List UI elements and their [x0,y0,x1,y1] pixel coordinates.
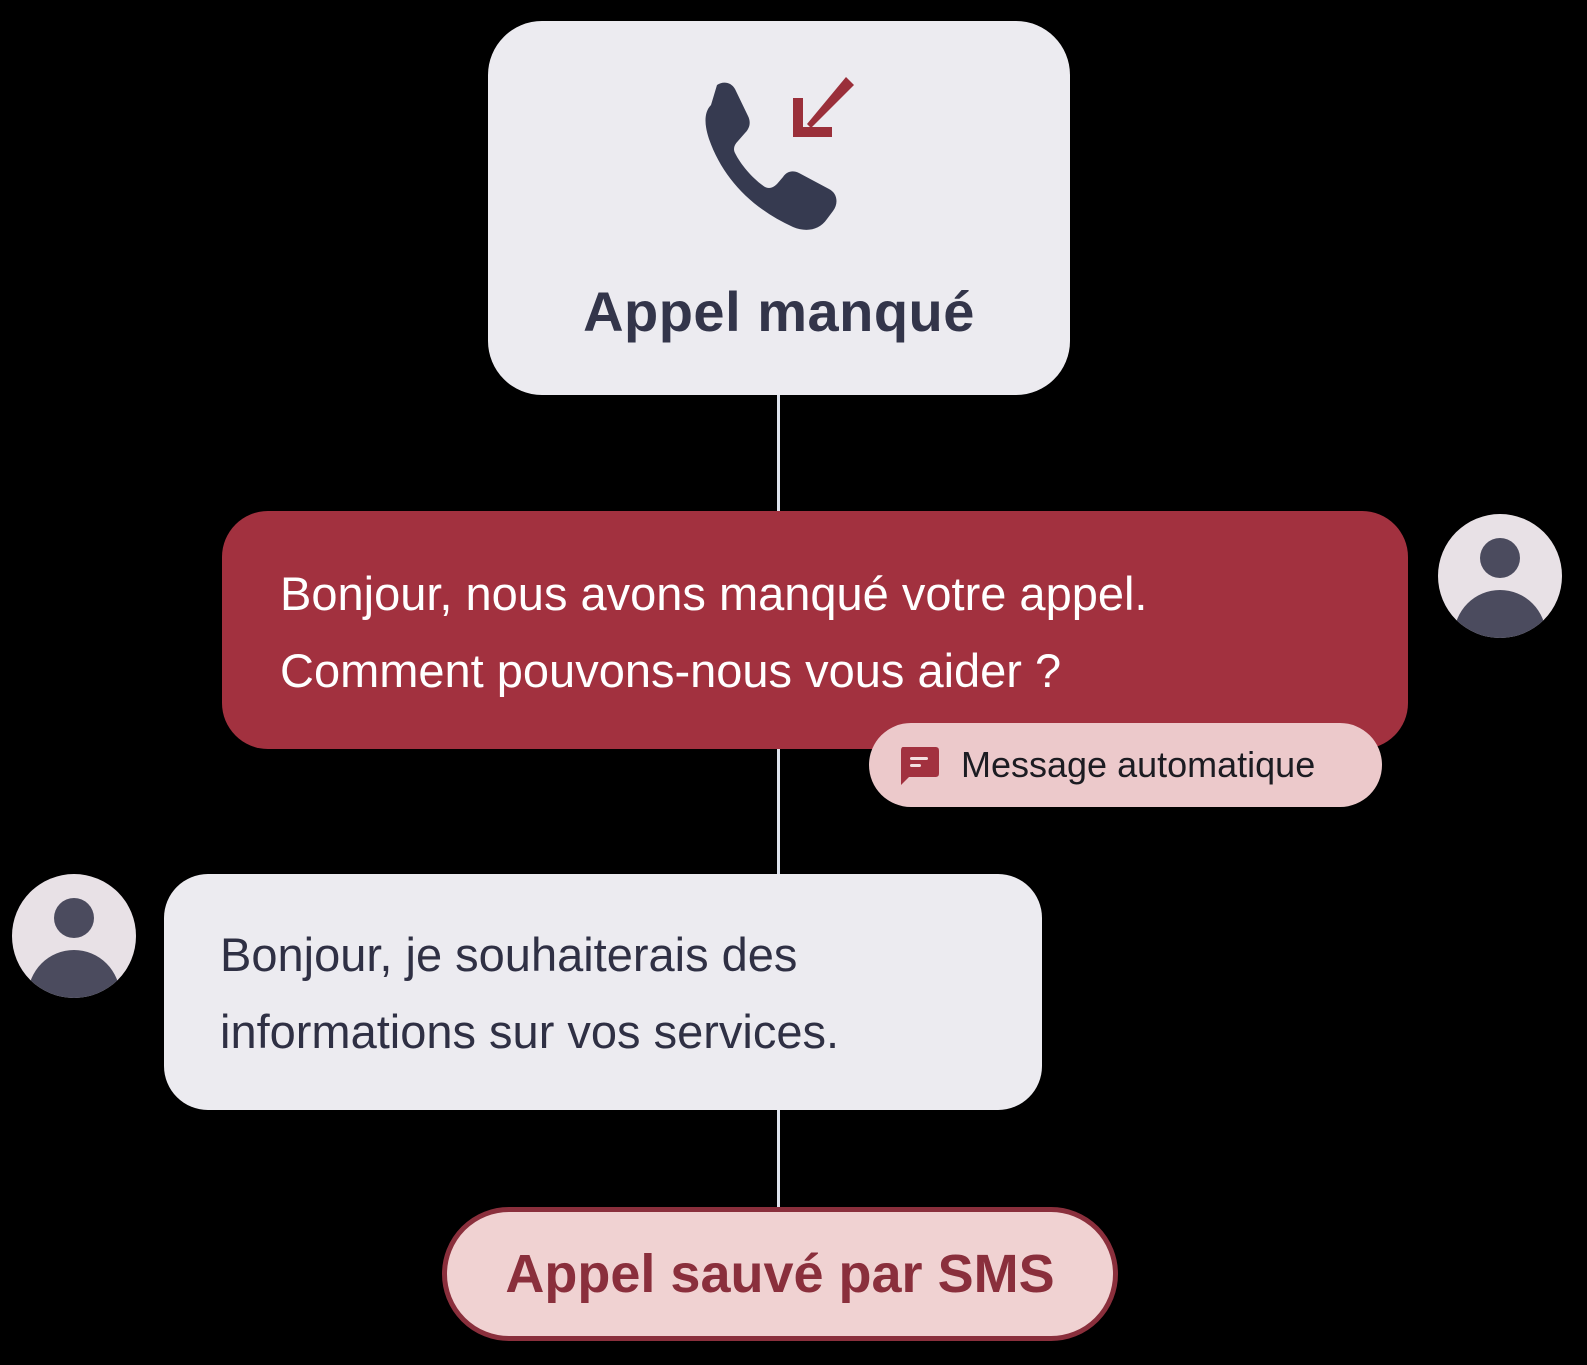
call-saved-badge: Appel sauvé par SMS [442,1207,1118,1341]
auto-reply-line-1: Bonjour, nous avons manqué votre appel. [280,567,1148,620]
customer-reply-bubble: Bonjour, je souhaiterais des information… [164,874,1042,1110]
customer-reply-line-2: informations sur vos services. [220,1005,840,1058]
missed-call-card: Appel manqué [488,21,1070,395]
customer-avatar [12,874,136,998]
auto-reply-bubble: Bonjour, nous avons manqué votre appel. … [222,511,1408,749]
automatic-message-badge: Message automatique [869,723,1382,807]
customer-reply-line-1: Bonjour, je souhaiterais des [220,928,798,981]
call-saved-label: Appel sauvé par SMS [505,1244,1055,1304]
connector-line-2 [777,749,780,874]
missed-call-title: Appel manqué [583,280,975,343]
connector-line-1 [777,395,780,511]
business-avatar [1438,514,1562,638]
chat-message-icon [901,747,939,785]
auto-reply-line-2: Comment pouvons-nous vous aider ? [280,644,1062,697]
connector-line-3 [777,1110,780,1207]
automatic-message-label: Message automatique [961,744,1316,785]
incoming-missed-call-icon [683,69,883,259]
